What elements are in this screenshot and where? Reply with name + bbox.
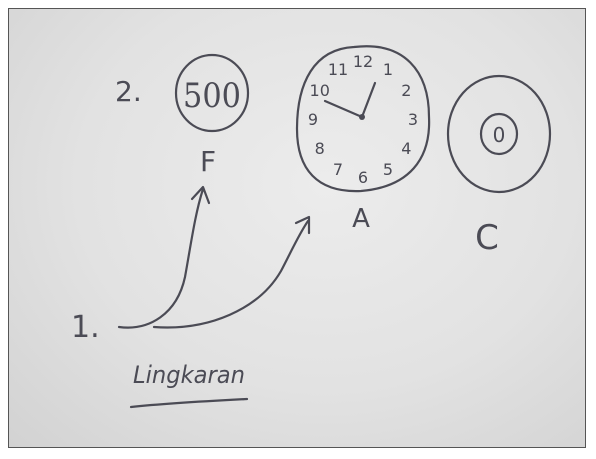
clock-numeral: 6: [358, 168, 368, 187]
clock-numeral: 10: [310, 81, 330, 100]
coin-circle: [174, 53, 250, 133]
coin-value: 500: [183, 76, 241, 116]
clock-numeral: 8: [315, 139, 325, 158]
clock-face: [295, 45, 431, 193]
handwritten-word: Lingkaran: [133, 361, 245, 389]
number-two-label: 2.: [115, 75, 142, 108]
clock-numeral: 11: [328, 60, 348, 79]
clock-numeral: 12: [353, 52, 373, 71]
clock-numeral: 7: [333, 160, 343, 179]
target-inner-label: 0: [493, 123, 506, 147]
paper-background: [9, 9, 585, 447]
arrow-to-clock-head: [294, 215, 311, 235]
coin-letter: F: [200, 145, 216, 178]
clock-numeral: 4: [401, 139, 411, 158]
clock-letter: A: [352, 204, 370, 234]
target-outer-circle: [446, 74, 552, 194]
clock-numeral: 3: [408, 110, 418, 129]
arrow-to-clock: [152, 219, 310, 329]
number-one-label: 1.: [71, 310, 100, 345]
clock-numeral: 1: [383, 60, 393, 79]
clock-minute-hand: [323, 99, 364, 119]
clock-hour-hand: [360, 81, 377, 119]
clock-center-dot: [359, 114, 365, 120]
target-inner-circle: [479, 112, 519, 156]
target-letter: C: [475, 218, 499, 258]
arrow-to-coin-head: [190, 185, 211, 205]
clock-numeral: 2: [401, 81, 411, 100]
arrow-to-coin: [117, 187, 205, 329]
word-underline: [129, 397, 249, 409]
clock-numeral: 9: [308, 110, 318, 129]
clock-numeral: 5: [383, 160, 393, 179]
